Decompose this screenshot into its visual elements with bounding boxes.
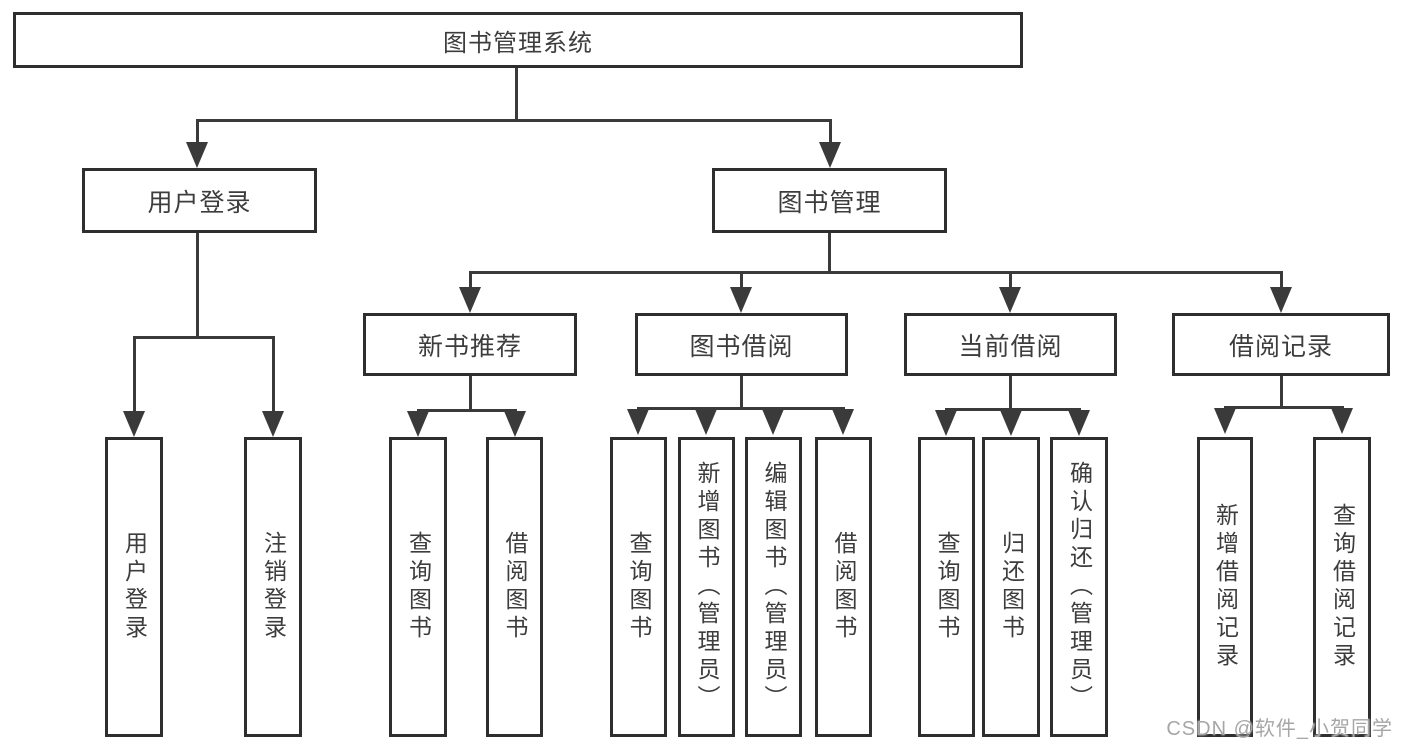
arrow-down-icon — [459, 287, 481, 313]
connector-line — [515, 68, 518, 121]
node-book-management: 图书管理 — [712, 168, 947, 233]
connector-line — [740, 271, 743, 289]
node-borrow-record: 借阅记录 — [1172, 313, 1390, 376]
leaf-current-return-books: 归还图书 — [982, 437, 1040, 737]
connector-line — [945, 408, 1081, 411]
connector-line — [272, 336, 275, 412]
connector-line — [1009, 271, 1012, 289]
node-new-book-recommend: 新书推荐 — [363, 313, 577, 376]
arrow-down-icon — [627, 409, 649, 435]
leaf-logout: 注销登录 — [244, 437, 302, 737]
arrow-down-icon — [262, 411, 284, 437]
connector-line — [740, 376, 743, 409]
arrow-down-icon — [935, 410, 957, 436]
leaf-record-add-borrow-record: 新增借阅记录 — [1197, 437, 1253, 737]
connector-line — [1280, 376, 1283, 408]
leaf-borrow-edit-books-admin: 编辑图书（管理员） — [745, 437, 802, 737]
leaf-borrow-add-books-admin: 新增图书（管理员） — [678, 437, 735, 737]
connector-line — [1224, 406, 1344, 409]
arrow-down-icon — [1214, 408, 1236, 434]
leaf-user-login: 用户登录 — [105, 437, 163, 737]
arrow-down-icon — [762, 409, 784, 435]
leaf-recommend-query-books: 查询图书 — [389, 437, 447, 737]
connector-line — [829, 119, 832, 145]
arrow-down-icon — [1331, 408, 1353, 434]
connector-line — [417, 409, 517, 412]
leaf-current-confirm-return-admin: 确认归还（管理员） — [1050, 437, 1108, 737]
arrow-down-icon — [1000, 410, 1022, 436]
arrow-down-icon — [123, 411, 145, 437]
node-root: 图书管理系统 — [13, 12, 1023, 68]
arrow-down-icon — [999, 287, 1021, 313]
arrow-down-icon — [504, 411, 526, 437]
leaf-recommend-borrow-books: 借阅图书 — [486, 437, 543, 737]
connector-line — [196, 119, 832, 122]
arrow-down-icon — [407, 411, 429, 437]
connector-line — [1009, 376, 1012, 410]
connector-line — [196, 119, 199, 145]
arrow-down-icon — [832, 409, 854, 435]
arrow-down-icon — [730, 287, 752, 313]
connector-line — [637, 407, 845, 410]
csdn-watermark: CSDN @软件_小贺同学 — [1166, 718, 1393, 740]
arrow-down-icon — [819, 142, 841, 168]
connector-line — [469, 271, 472, 289]
connector-line — [469, 376, 472, 411]
leaf-borrow-borrow-books: 借阅图书 — [815, 437, 872, 737]
connector-line — [828, 233, 831, 274]
leaf-borrow-query-books: 查询图书 — [610, 437, 667, 737]
connector-line — [1280, 271, 1283, 289]
node-current-borrow: 当前借阅 — [904, 313, 1117, 376]
connector-line — [133, 336, 275, 339]
arrow-down-icon — [1270, 287, 1292, 313]
leaf-current-query-books: 查询图书 — [918, 437, 975, 737]
arrow-down-icon — [186, 142, 208, 168]
arrow-down-icon — [695, 409, 717, 435]
arrow-down-icon — [1068, 410, 1090, 436]
connector-line — [196, 233, 199, 338]
leaf-record-query-borrow-record: 查询借阅记录 — [1313, 437, 1371, 737]
connector-line — [469, 271, 1283, 274]
node-book-borrow: 图书借阅 — [635, 313, 848, 376]
node-user-login: 用户登录 — [82, 168, 317, 233]
connector-line — [133, 336, 136, 412]
